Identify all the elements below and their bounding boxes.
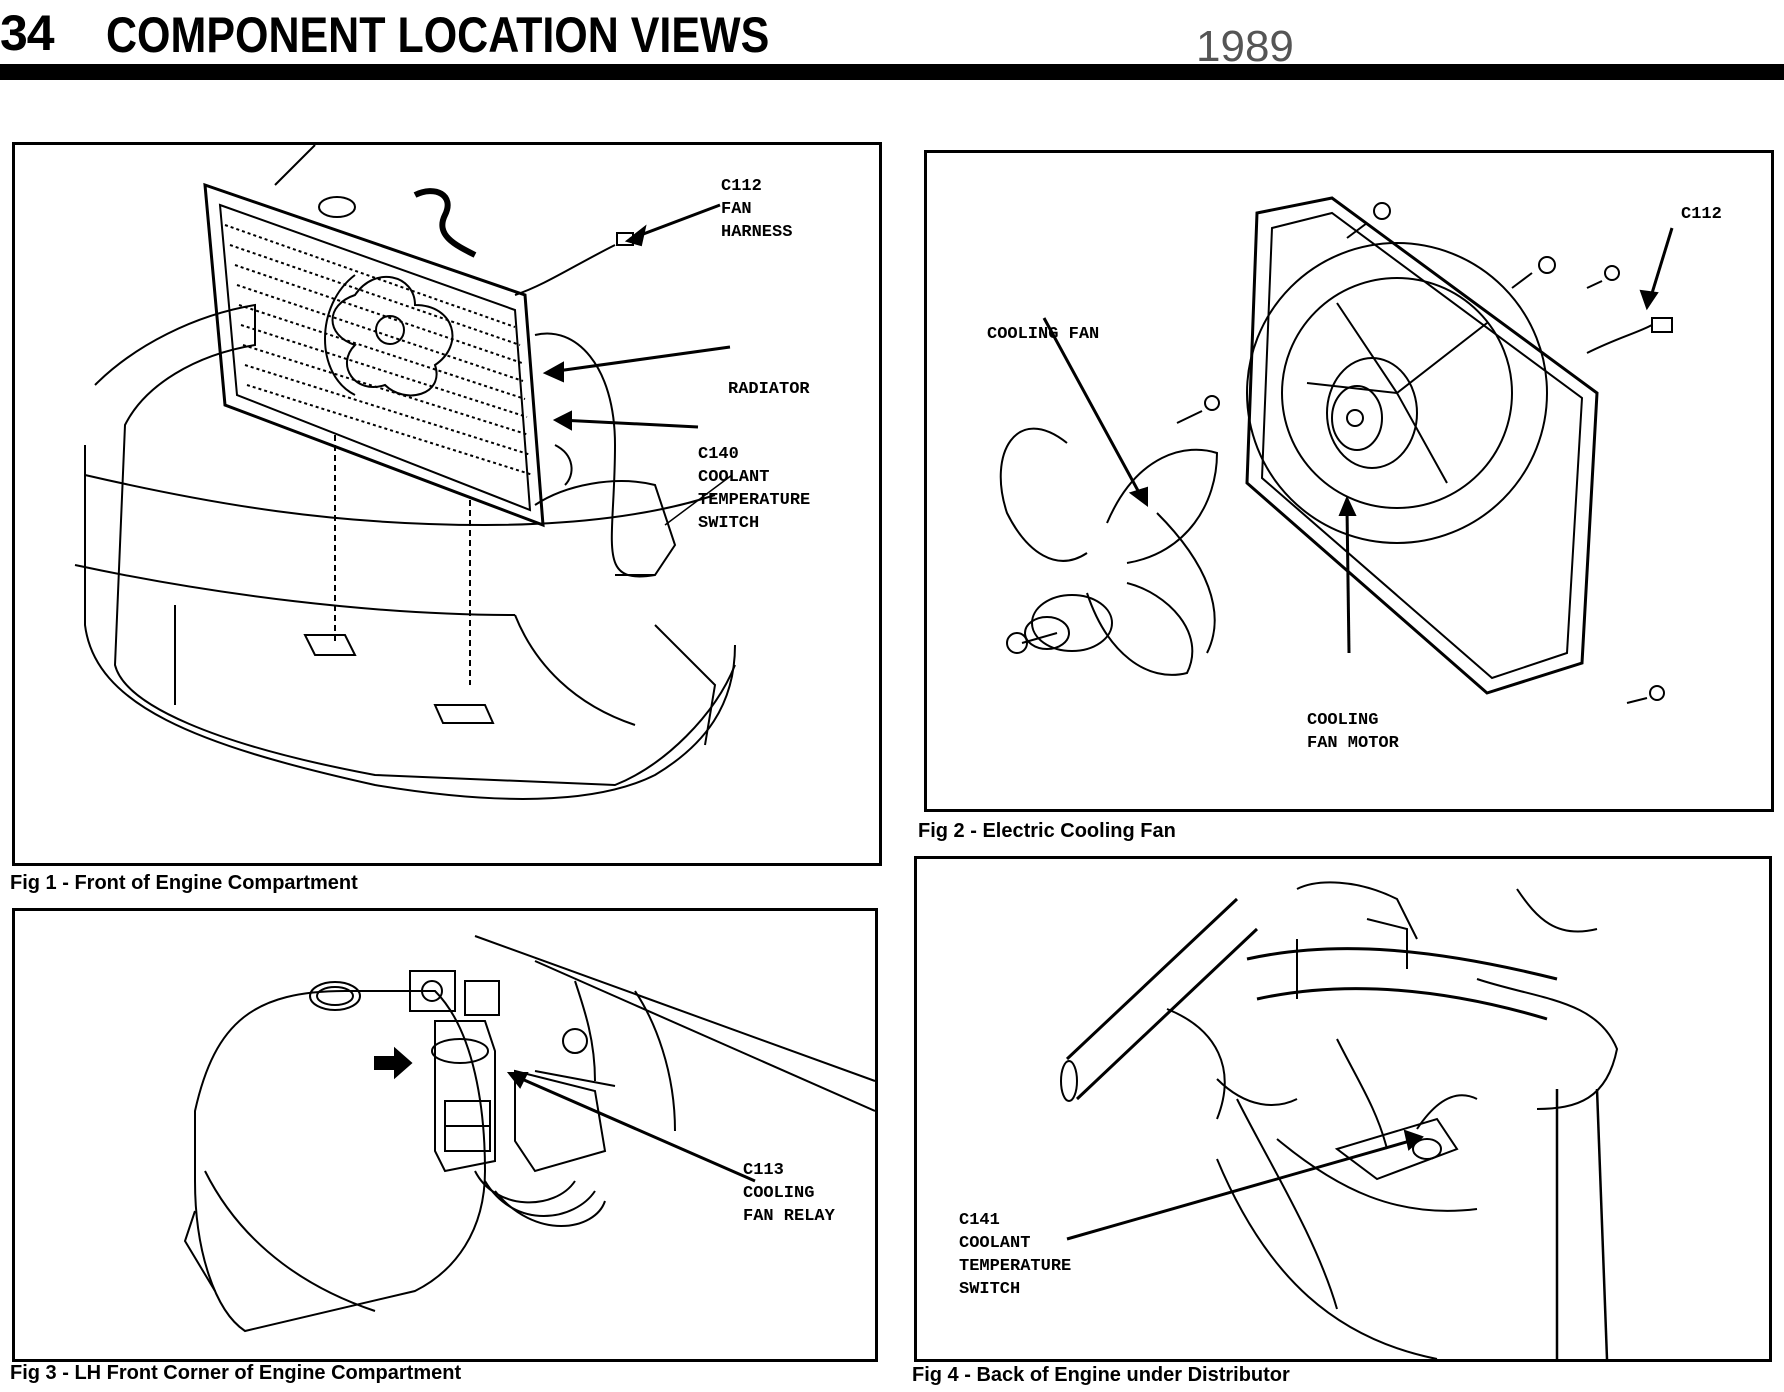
fig1-label-radiator: RADIATOR bbox=[728, 378, 810, 401]
fig3-relay-illustration bbox=[183, 935, 875, 1333]
fig2-label-fan-motor: COOLING FAN MOTOR bbox=[1307, 709, 1399, 755]
fig4-panel: C141 COOLANT TEMPERATURE SWITCH bbox=[914, 856, 1772, 1362]
fig1-label-c140-line: C140 bbox=[698, 445, 739, 464]
fig1-label-c140-line: TEMPERATURE bbox=[698, 491, 811, 510]
fig3-label-c113-line: COOLING bbox=[743, 1184, 815, 1203]
fig4-label-c141-line: C141 bbox=[959, 1211, 1000, 1230]
fig2-label-fan-motor-line: COOLING bbox=[1307, 711, 1379, 730]
fig2-label-cooling-fan: COOLING FAN bbox=[987, 323, 1099, 346]
fig1-label-c112-line: FAN bbox=[721, 200, 752, 219]
fig2-panel: C112 COOLING FAN COOLING FAN MOTOR bbox=[924, 150, 1774, 812]
fig1-label-c140: C140 COOLANT TEMPERATURE SWITCH bbox=[698, 443, 810, 535]
fig4-label-c141-line: COOLANT bbox=[959, 1234, 1031, 1253]
fig2-label-fan-motor-line: FAN MOTOR bbox=[1307, 734, 1399, 753]
fig1-label-c140-line: COOLANT bbox=[698, 468, 770, 487]
fig1-label-c112-line: HARNESS bbox=[721, 223, 793, 242]
fig1-panel: C112 FAN HARNESS RADIATOR C140 COOLANT T… bbox=[12, 142, 882, 866]
fig4-label-c141-line: TEMPERATURE bbox=[959, 1257, 1072, 1276]
fig4-label-c141: C141 COOLANT TEMPERATURE SWITCH bbox=[959, 1209, 1071, 1301]
fig2-label-c112: C112 bbox=[1681, 203, 1722, 226]
fig4-caption: Fig 4 - Back of Engine under Distributor bbox=[912, 1364, 1290, 1386]
fig4-switch-illustration bbox=[1060, 881, 1619, 1359]
fig3-label-c113: C113 COOLING FAN RELAY bbox=[743, 1159, 835, 1228]
fig3-panel: C113 COOLING FAN RELAY bbox=[12, 908, 878, 1362]
page-year: 1989 bbox=[1196, 22, 1294, 71]
fig3-label-c113-line: FAN RELAY bbox=[743, 1207, 835, 1226]
fig3-label-c113-line: C113 bbox=[743, 1161, 784, 1180]
fig1-radiator-illustration bbox=[74, 145, 736, 800]
fig4-label-c141-line: SWITCH bbox=[959, 1280, 1021, 1299]
fig3-caption: Fig 3 - LH Front Corner of Engine Compar… bbox=[10, 1362, 462, 1384]
fig1-caption: Fig 1 - Front of Engine Compartment bbox=[10, 872, 358, 894]
page-title: COMPONENT LOCATION VIEWS bbox=[106, 7, 770, 63]
fig1-label-c112: C112 FAN HARNESS bbox=[721, 175, 792, 244]
fig1-label-c140-line: SWITCH bbox=[698, 514, 760, 533]
fig2-label-c112-line: C112 bbox=[1681, 205, 1722, 224]
fig2-caption: Fig 2 - Electric Cooling Fan bbox=[918, 820, 1176, 842]
page-number: 34 bbox=[0, 5, 55, 61]
fig2-label-cooling-fan-line: COOLING FAN bbox=[987, 325, 1100, 344]
fig2-fan-illustration bbox=[999, 196, 1674, 704]
header-rule bbox=[0, 64, 1784, 80]
fig1-label-c112-line: C112 bbox=[721, 177, 762, 196]
fig1-label-radiator-line: RADIATOR bbox=[728, 380, 810, 399]
